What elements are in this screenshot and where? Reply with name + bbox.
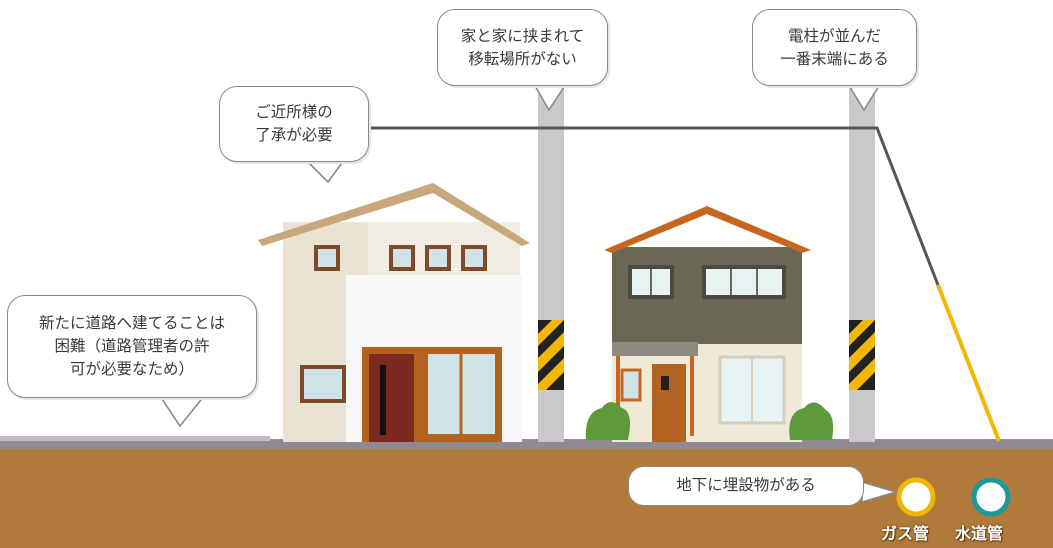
gas-pipe-label: ガス管 [881, 524, 930, 543]
callout-line: 新たに道路へ建てることは [38, 314, 225, 332]
house-left [258, 183, 530, 442]
callout-neighbor-consent: ご近所様の 了承が必要 [219, 86, 369, 162]
callout-tail-neighbor [304, 159, 346, 184]
callout-tail-road [158, 395, 206, 428]
utility-pole-left [538, 40, 564, 442]
callout-line: 移転場所がない [468, 49, 577, 68]
callout-line: 困難（道路管理者の許 [54, 337, 210, 355]
guy-wire [936, 284, 1001, 442]
callout-no-relocation-space: 家と家に挟まれて 移転場所がない [437, 9, 608, 86]
water-pipe-icon [971, 477, 1011, 517]
callout-line: 家と家に挟まれて [460, 26, 585, 45]
callout-underground: 地下に埋設物がある [628, 466, 864, 506]
house-right [585, 206, 834, 442]
callout-road-difficult: 新たに道路へ建てることは 困難（道路管理者の許 可が必要なため） [7, 295, 257, 398]
callout-line: ご近所様の [255, 103, 333, 121]
callout-line: 了承が必要 [255, 126, 333, 144]
callout-line: 電柱が並んだ [787, 26, 881, 45]
callout-line: 一番末端にある [780, 49, 889, 68]
callout-line: 可が必要なため） [69, 360, 194, 378]
callout-end-of-poles: 電柱が並んだ 一番末端にある [752, 9, 917, 86]
water-pipe-label: 水道管 [955, 524, 1004, 543]
overhead-wire [370, 126, 940, 286]
gas-pipe-icon [896, 477, 936, 517]
road-surface [0, 439, 1053, 449]
